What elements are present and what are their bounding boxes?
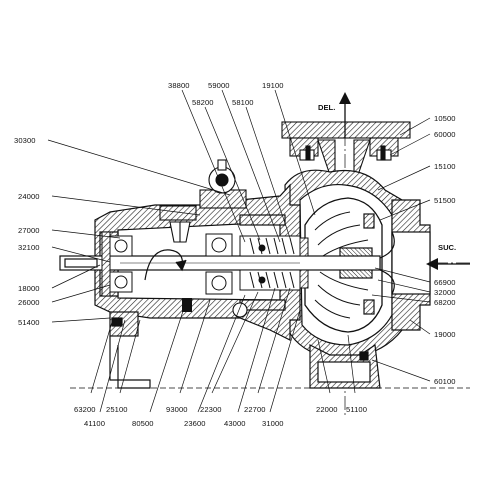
casing-foot [309,343,381,389]
label-27000: 27000 [18,226,40,235]
suction-cover [379,199,431,331]
label-25100: 25100 [106,405,128,414]
label-23600: 23600 [184,419,206,428]
label-22000: 22000 [316,405,338,414]
label-68200: 68200 [434,298,456,307]
label-10500: 10500 [434,114,456,123]
label-19000: 19000 [434,330,456,339]
discharge-label: DEL. [318,103,335,112]
drain-valve [232,302,248,318]
frame-foot [109,311,151,389]
drain-plug [182,298,192,312]
mechanical-seal [239,235,309,291]
label-22300: 22300 [200,405,222,414]
oil-level-cup [159,205,197,243]
outboard-bearing [101,231,133,297]
discharge-nozzle [281,121,411,176]
leader-lines [47,89,431,413]
label-26000: 26000 [18,298,40,307]
label-80500: 80500 [132,419,154,428]
rotation-arrow-icon [144,249,187,281]
label-60100: 60100 [434,377,456,386]
oil-fill-plug [199,159,247,209]
label-19100: 19100 [262,81,284,90]
label-24000: 24000 [18,192,40,201]
label-38800: 38800 [168,81,190,90]
discharge-arrow-icon [339,92,351,138]
label-51400: 51400 [18,318,40,327]
part-labels: 30300 24000 27000 32100 18000 26000 5140… [14,81,456,428]
label-60000: 60000 [434,130,456,139]
label-32000: 32000 [434,288,456,297]
suction-label: SUC. [438,243,456,252]
label-66900: 66900 [434,278,456,287]
inboard-bearing [205,233,233,295]
label-41100: 41100 [84,419,105,428]
label-51100: 51100 [346,405,367,414]
label-18000: 18000 [18,284,40,293]
label-51500: 51500 [434,196,456,205]
impeller-vanes [314,211,369,319]
label-63200: 63200 [74,405,96,414]
label-30300: 30300 [14,136,36,145]
label-22700: 22700 [244,405,266,414]
label-58100: 58100 [232,98,254,107]
suction-arrow-icon [426,258,470,270]
label-93000: 93000 [166,405,188,414]
label-31000: 31000 [262,419,284,428]
label-43000: 43000 [224,419,246,428]
label-15100: 15100 [434,162,456,171]
label-59000: 59000 [208,81,230,90]
label-58200: 58200 [192,98,214,107]
label-32100: 32100 [18,243,40,252]
